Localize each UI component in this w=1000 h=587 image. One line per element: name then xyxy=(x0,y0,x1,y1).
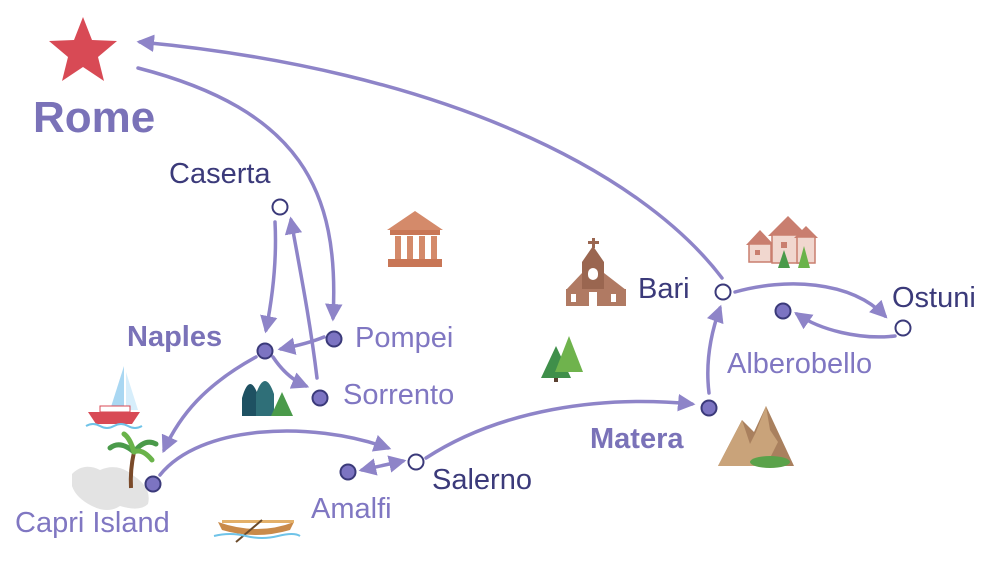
label-rome: Rome xyxy=(33,93,156,142)
node-ostuni[interactable] xyxy=(894,319,912,337)
node-salerno[interactable] xyxy=(407,453,425,471)
route-naples-capri xyxy=(161,355,258,454)
temple-icon xyxy=(387,211,443,267)
route-amalfi-salerno xyxy=(358,455,407,476)
route-salerno-matera xyxy=(424,393,696,460)
route-pompei-naples xyxy=(277,335,326,355)
sailboat-icon xyxy=(85,366,143,429)
node-bari[interactable] xyxy=(714,283,732,301)
route-ostuni-alberobello xyxy=(794,312,897,339)
route-caserta-naples xyxy=(260,220,278,334)
church-icon xyxy=(566,238,626,306)
label-capri-island: Capri Island xyxy=(15,507,170,539)
label-sorrento: Sorrento xyxy=(343,379,455,411)
star-icon xyxy=(49,17,117,81)
label-matera: Matera xyxy=(590,423,684,455)
node-naples[interactable] xyxy=(256,342,274,360)
houses-icon xyxy=(746,216,818,268)
node-caserta[interactable] xyxy=(271,198,289,216)
node-pompei[interactable] xyxy=(325,330,343,348)
route-sorrento-caserta xyxy=(284,216,319,380)
canoe-icon xyxy=(213,519,301,543)
route-naples-sorrento xyxy=(271,355,310,389)
forest-icon xyxy=(242,381,293,416)
label-salerno: Salerno xyxy=(432,464,532,496)
route-capri-salerno xyxy=(158,429,392,477)
routes xyxy=(136,34,897,477)
node-amalfi[interactable] xyxy=(339,463,357,481)
node-alberobello[interactable] xyxy=(774,302,792,320)
route-bari-rome xyxy=(136,34,724,280)
route-matera-bari xyxy=(706,304,724,395)
label-naples: Naples xyxy=(127,321,223,353)
mountain-icon xyxy=(718,406,794,468)
route-bari-ostuni xyxy=(733,282,888,319)
node-matera[interactable] xyxy=(700,399,718,417)
label-alberobello: Alberobello xyxy=(727,348,873,380)
node-sorrento[interactable] xyxy=(311,389,329,407)
palm-tree-icon xyxy=(107,431,159,489)
trees-icon xyxy=(541,336,583,382)
nodes xyxy=(144,198,912,493)
label-caserta: Caserta xyxy=(169,158,271,190)
island-icon xyxy=(72,466,149,510)
label-ostuni: Ostuni xyxy=(892,282,976,314)
label-pompei: Pompei xyxy=(355,322,454,354)
label-amalfi: Amalfi xyxy=(311,493,392,525)
label-bari: Bari xyxy=(638,273,690,305)
node-capri[interactable] xyxy=(144,475,162,493)
route-rome-pompei xyxy=(136,66,343,322)
